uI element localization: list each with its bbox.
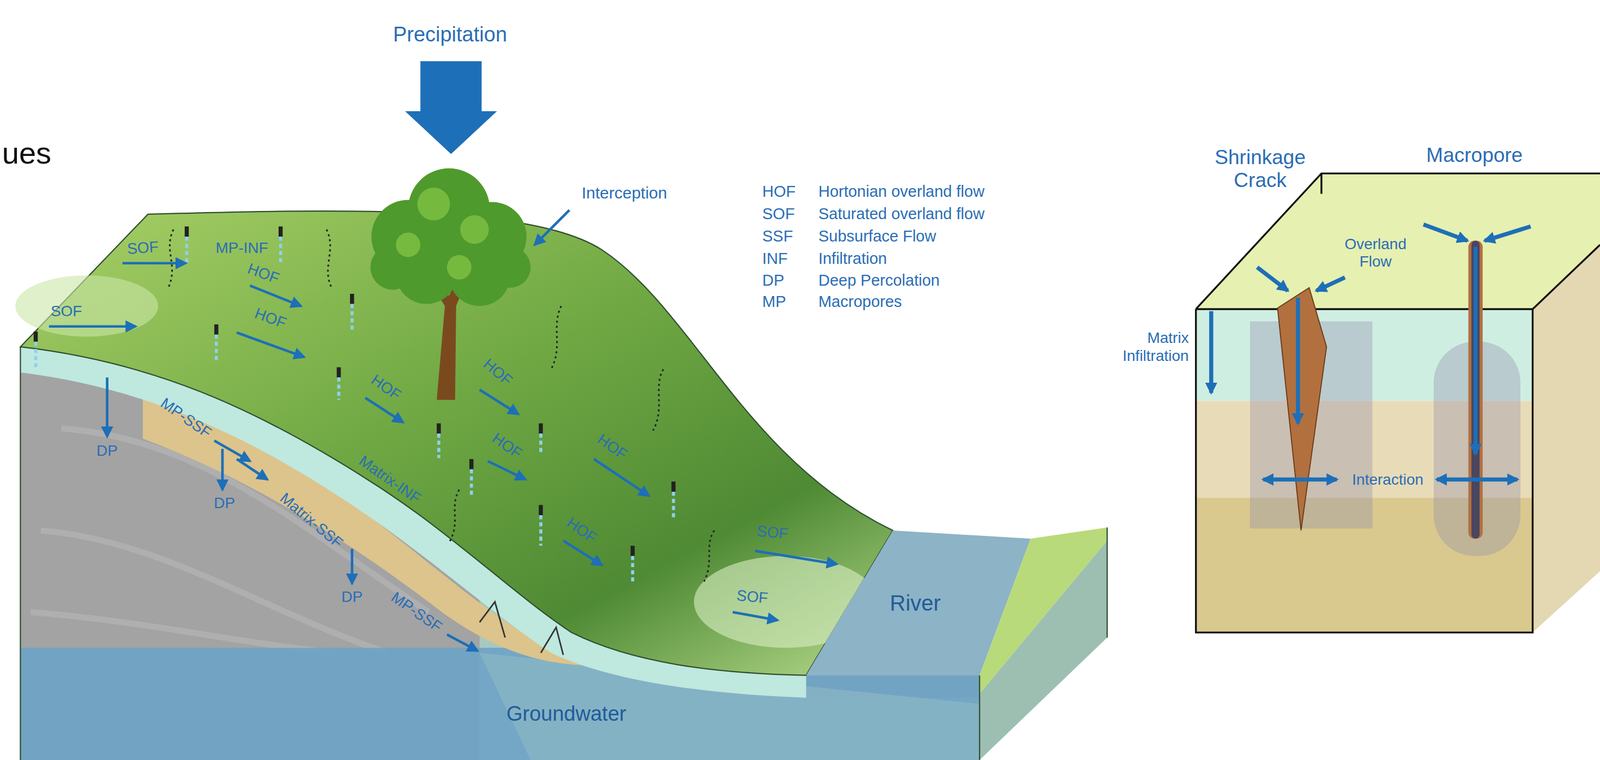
legend-abbreviation: MP: [762, 292, 787, 311]
callout-label: Interception: [581, 183, 668, 203]
flow-label: Overland Flow: [1337, 235, 1414, 271]
legend-description: Subsurface Flow: [818, 227, 937, 246]
water-body-label: Groundwater: [506, 702, 627, 727]
legend-abbreviation: INF: [762, 250, 788, 269]
heading-fragment: ues: [2, 135, 52, 171]
legend-description: Saturated overland flow: [818, 204, 985, 223]
feature-title: Macropore: [1426, 143, 1523, 167]
legend-description: Deep Percolation: [818, 271, 940, 290]
flow-label: SOF: [126, 238, 160, 258]
legend-abbreviation: SOF: [762, 204, 795, 223]
legend-description: Infiltration: [818, 250, 887, 269]
flow-label: DP: [96, 442, 118, 460]
legend-abbreviation: DP: [762, 271, 784, 290]
flow-label: MP-INF: [215, 239, 268, 257]
water-body-label: River: [889, 590, 941, 616]
legend-abbreviation: HOF: [762, 182, 796, 201]
process-label: Precipitation: [393, 22, 507, 47]
feature-title: Shrinkage Crack: [1197, 146, 1324, 193]
flow-label: DP: [213, 494, 235, 512]
flow-label: SOF: [756, 522, 789, 543]
flow-label: Matrix Infiltration: [1093, 329, 1189, 365]
flow-label: DP: [341, 588, 363, 606]
legend-description: Macropores: [818, 292, 902, 311]
flow-label: SOF: [735, 586, 769, 607]
flow-label: Interaction: [1351, 471, 1424, 489]
legend-abbreviation: SSF: [762, 227, 793, 246]
flow-label: SOF: [50, 302, 83, 320]
legend-description: Hortonian overland flow: [818, 182, 985, 201]
